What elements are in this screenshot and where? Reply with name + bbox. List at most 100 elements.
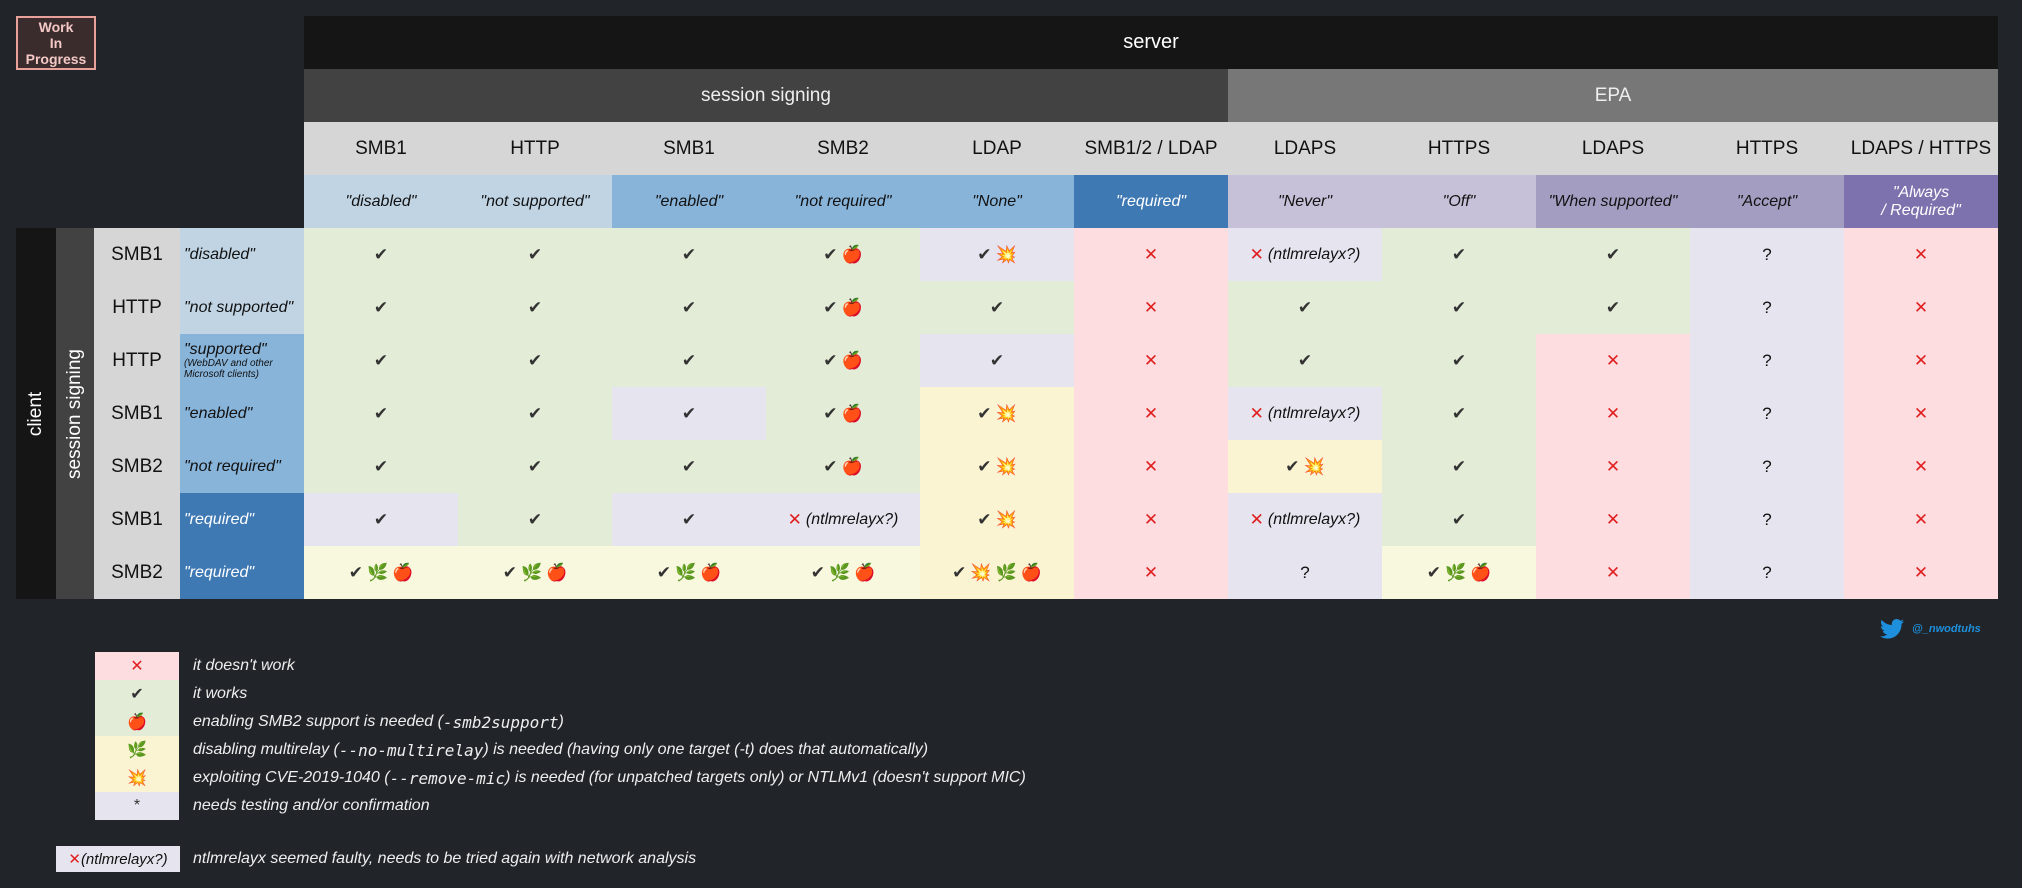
cross-icon: ✕ <box>1913 562 1929 582</box>
question-icon: ? <box>1762 509 1772 529</box>
legend-swatch: 🍎 <box>95 708 179 736</box>
matrix-cell: ✔ <box>304 387 458 440</box>
server-signing-value: "Always / Required" <box>1844 175 1998 228</box>
leaf-icon: 🌿 <box>1444 562 1467 582</box>
client-signing-label: "supported" <box>184 341 267 358</box>
check-icon: ✔ <box>823 297 838 317</box>
server-session-signing-header: session signing <box>304 69 1228 122</box>
legend-swatch: ✔ <box>95 680 179 708</box>
apple-icon: 🍎 <box>854 562 876 582</box>
server-proto-header: HTTP <box>458 122 612 175</box>
check-icon: ✔ <box>823 456 838 476</box>
cross-icon: ✕ <box>787 509 802 529</box>
work-in-progress-badge: Work In Progress <box>16 16 96 70</box>
faulty-note: (ntlmrelayx?) <box>1267 404 1361 422</box>
check-icon: ✔ <box>1451 456 1467 476</box>
legend-text: exploiting CVE-2019-1040 (--remove-mic) … <box>193 764 1026 792</box>
matrix-cell: ✕ <box>1536 387 1690 440</box>
legend-text: disabling multirelay (--no-multirelay) i… <box>193 736 928 764</box>
client-proto-header: SMB2 <box>94 440 180 493</box>
check-icon: ✔ <box>810 562 825 582</box>
matrix-cell: ✔ <box>920 334 1074 387</box>
matrix-cell: ✔ <box>1382 440 1536 493</box>
explosion-icon: 💥 <box>995 403 1017 423</box>
check-icon: ✔ <box>681 509 697 529</box>
check-icon: ✔ <box>1451 350 1467 370</box>
legend-code: --remove-mic <box>389 768 506 788</box>
twitter-handle: @_nwodtuhs <box>1912 623 1981 635</box>
server-proto-header: HTTPS <box>1382 122 1536 175</box>
check-icon: ✔ <box>527 244 543 264</box>
matrix-cell: ✔ <box>612 440 766 493</box>
apple-icon: 🍎 <box>841 403 863 423</box>
legend-text-pre: disabling multirelay ( <box>193 741 339 758</box>
check-icon: ✔ <box>1451 403 1467 423</box>
matrix-cell: ✔🌿🍎 <box>612 546 766 599</box>
server-proto-header: HTTPS <box>1690 122 1844 175</box>
matrix-cell: ✕(ntlmrelayx?) <box>1228 387 1382 440</box>
check-icon: ✔ <box>823 403 838 423</box>
matrix-cell: ✔ <box>304 493 458 546</box>
check-icon: ✔ <box>989 297 1005 317</box>
leaf-icon: 🌿 <box>828 562 851 582</box>
check-icon: ✔ <box>1451 244 1467 264</box>
cross-icon: ✕ <box>1249 403 1264 423</box>
twitter-credit[interactable]: @_nwodtuhs <box>1880 616 2020 642</box>
matrix-cell: ✕ <box>1074 387 1228 440</box>
matrix-cell: ✔🌿🍎 <box>766 546 920 599</box>
check-icon: ✔ <box>977 403 992 423</box>
matrix-cell: ✕ <box>1844 493 1998 546</box>
check-icon: ✔ <box>373 509 389 529</box>
matrix-cell: ? <box>1690 546 1844 599</box>
server-proto-header: LDAPS <box>1536 122 1690 175</box>
client-session-signing-label: session signing <box>64 348 86 479</box>
client-header: client <box>16 228 56 599</box>
client-signing-value: "required" <box>180 493 304 546</box>
matrix-cell: ✔💥 <box>920 493 1074 546</box>
check-icon: ✔ <box>681 297 697 317</box>
question-icon: ? <box>1762 297 1772 317</box>
check-icon: ✔ <box>373 297 389 317</box>
check-icon: ✔ <box>977 456 992 476</box>
legend-text: enabling SMB2 support is needed (-smb2su… <box>193 708 564 736</box>
matrix-cell: ✔ <box>1382 334 1536 387</box>
cross-icon: ✕ <box>1913 456 1929 476</box>
matrix-cell: ✔ <box>612 493 766 546</box>
server-signing-value: "not required" <box>766 175 920 228</box>
cross-icon: ✕ <box>1143 403 1159 423</box>
legend-text: it works <box>193 680 247 708</box>
matrix-cell: ✕ <box>1074 440 1228 493</box>
legend-text: needs testing and/or confirmation <box>193 792 430 820</box>
client-signing-label: "disabled" <box>184 246 255 263</box>
check-icon: ✔ <box>1451 297 1467 317</box>
legend-code: --no-multirelay <box>338 740 484 760</box>
matrix-cell: ✔💥🌿🍎 <box>920 546 1074 599</box>
matrix-cell: ✕ <box>1536 334 1690 387</box>
cross-icon: ✕ <box>1913 350 1929 370</box>
explosion-icon: 💥 <box>995 456 1017 476</box>
cross-icon: ✕ <box>1605 403 1621 423</box>
matrix-cell: ✔🍎 <box>766 440 920 493</box>
matrix-cell: ✔ <box>1536 228 1690 281</box>
client-session-signing-header: session signing <box>56 228 94 599</box>
matrix-cell: ✔ <box>458 493 612 546</box>
client-signing-value: "disabled" <box>180 228 304 281</box>
faulty-swatch: ✕ (ntlmrelayx?) <box>56 846 180 872</box>
legend-text-pre: enabling SMB2 support is needed ( <box>193 713 443 730</box>
check-icon: ✔ <box>681 456 697 476</box>
matrix-cell: ✔🍎 <box>766 281 920 334</box>
faulty-note: (ntlmrelayx?) <box>1267 510 1361 528</box>
check-icon: ✔ <box>527 509 543 529</box>
matrix-cell: ✕(ntlmrelayx?) <box>1228 228 1382 281</box>
cross-icon: ✕ <box>1143 297 1159 317</box>
server-signing-value: "disabled" <box>304 175 458 228</box>
legend-text: it doesn't work <box>193 652 295 680</box>
matrix-cell: ✕ <box>1536 493 1690 546</box>
check-icon: ✔ <box>373 350 389 370</box>
check-icon: ✔ <box>1297 350 1313 370</box>
check-icon: ✔ <box>1451 509 1467 529</box>
client-signing-label: "enabled" <box>184 405 253 422</box>
server-signing-value: "When supported" <box>1536 175 1690 228</box>
twitter-icon <box>1880 619 1904 639</box>
matrix-cell: ? <box>1690 387 1844 440</box>
